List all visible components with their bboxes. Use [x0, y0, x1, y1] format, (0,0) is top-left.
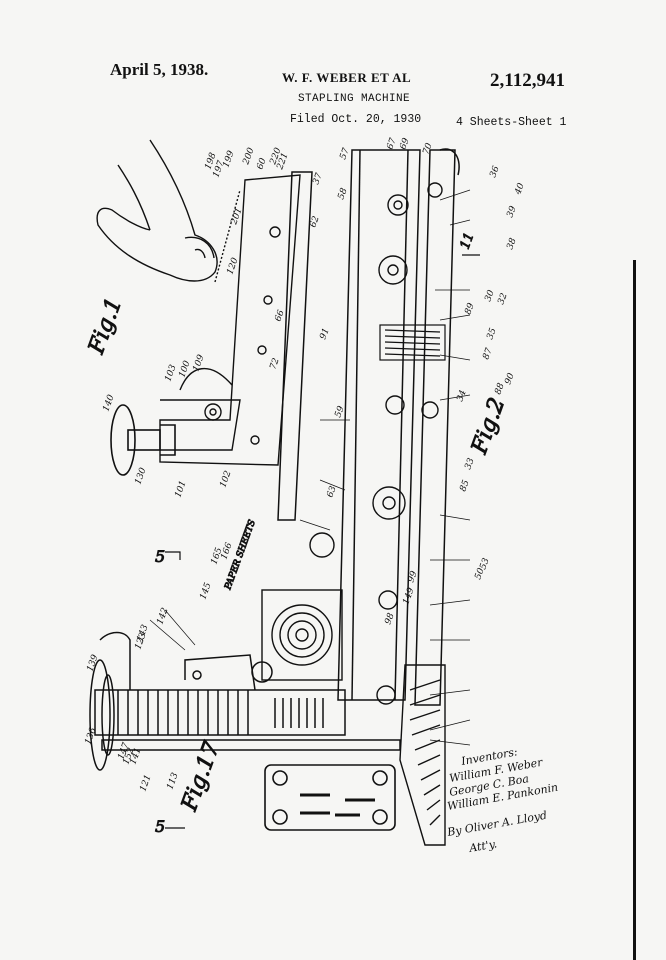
reference-numeral-72: 72	[268, 357, 281, 371]
reference-numeral-85: 85	[458, 479, 471, 493]
reference-numeral-88: 88	[493, 382, 506, 396]
anvil-foot	[399, 664, 446, 846]
section-mark-5-top: 5	[155, 547, 165, 566]
reel-spring-box	[261, 589, 343, 681]
figure-label-2: Fig.2	[467, 395, 510, 458]
reference-numeral-62: 62	[308, 215, 321, 229]
reference-numeral-130: 130	[133, 466, 148, 486]
sheet-count: 4 Sheets-Sheet 1	[456, 116, 567, 129]
reference-numeral-199: 199	[221, 149, 236, 169]
lower-carriage	[89, 631, 401, 771]
reference-numeral-101: 101	[173, 479, 188, 499]
reference-numeral-139: 139	[85, 653, 100, 673]
reference-numeral-35: 35	[485, 327, 498, 341]
rollers	[309, 182, 443, 705]
reference-numeral-109: 109	[191, 353, 206, 373]
reference-numeral-100: 100	[177, 359, 192, 379]
reference-numeral-58: 58	[336, 187, 349, 201]
reference-numeral-33: 33	[463, 457, 476, 471]
section-mark-5-bottom: 5	[155, 817, 165, 836]
reference-numeral-166: 166	[219, 541, 234, 561]
reference-numeral-40: 40	[513, 182, 527, 197]
reference-numeral-140: 140	[101, 393, 116, 413]
reference-numeral-145: 145	[198, 581, 213, 601]
reference-numeral-90: 90	[503, 372, 516, 386]
section-mark-11: 11	[458, 231, 478, 252]
spring-87	[379, 324, 446, 361]
patent-date: April 5, 1938.	[110, 60, 209, 79]
inventor-names: W. F. WEBER ET AL	[282, 70, 412, 85]
reference-numeral-99: 99	[406, 570, 419, 584]
reference-numeral-59: 59	[333, 405, 346, 419]
attorney-by-line: By Oliver A. Lloyd	[445, 809, 548, 840]
reference-numeral-113: 113	[165, 771, 180, 791]
staple-plate	[264, 764, 396, 831]
figure-label-1: Fig.1	[84, 295, 127, 358]
driver-head-block	[159, 174, 301, 466]
reference-numeral-30: 30	[483, 289, 496, 303]
filing-date: Filed Oct. 20, 1930	[290, 113, 422, 126]
leader-lines	[149, 189, 471, 746]
attorney-label: Att'y.	[467, 837, 498, 855]
reference-numeral-136: 136	[83, 726, 98, 746]
reference-numeral-70: 70	[421, 142, 434, 156]
reference-numeral-102: 102	[218, 469, 233, 489]
reference-numeral-67: 67	[385, 137, 398, 151]
section-marks	[165, 254, 480, 829]
reference-numeral-63: 63	[325, 485, 338, 499]
reference-numeral-37: 37	[311, 172, 324, 186]
reference-numeral-121: 121	[138, 773, 153, 793]
reference-numeral-38: 38	[505, 237, 518, 251]
signature-block: Inventors: William F. Weber George C. Bo…	[445, 745, 559, 855]
reference-numeral-143: 143	[135, 623, 150, 643]
reference-numeral-87: 87	[481, 347, 494, 361]
reference-numeral-103: 103	[163, 363, 178, 383]
patent-title: STAPLING MACHINE	[298, 93, 411, 105]
reference-numeral-142: 142	[155, 606, 170, 626]
reference-numeral-66: 66	[273, 309, 286, 323]
reference-numeral-91: 91	[318, 327, 331, 341]
reference-numeral-36: 36	[488, 165, 501, 179]
reference-numeral-60: 60	[255, 157, 268, 171]
reference-numerals: 140 130 101 102 103 100 109 113 62 63 30…	[83, 137, 526, 793]
reference-numeral-32: 32	[496, 292, 509, 306]
reference-numeral-69: 69	[398, 137, 411, 151]
reference-numeral-57: 57	[338, 147, 351, 161]
reference-numeral-98: 98	[383, 612, 396, 626]
reference-numeral-53: 53	[478, 557, 491, 571]
reference-numeral-39: 39	[505, 205, 518, 219]
operator-hand-illustration	[96, 139, 218, 282]
scan-edge-rule	[633, 260, 636, 960]
reference-numeral-89: 89	[463, 302, 476, 316]
reference-numeral-50: 50	[473, 567, 486, 581]
reference-numeral-34: 34	[455, 389, 468, 403]
knob-140	[110, 404, 176, 476]
patent-number: 2,112,941	[490, 70, 565, 91]
reference-numeral-149: 149	[401, 586, 416, 606]
reference-numeral-200: 200	[241, 146, 257, 167]
